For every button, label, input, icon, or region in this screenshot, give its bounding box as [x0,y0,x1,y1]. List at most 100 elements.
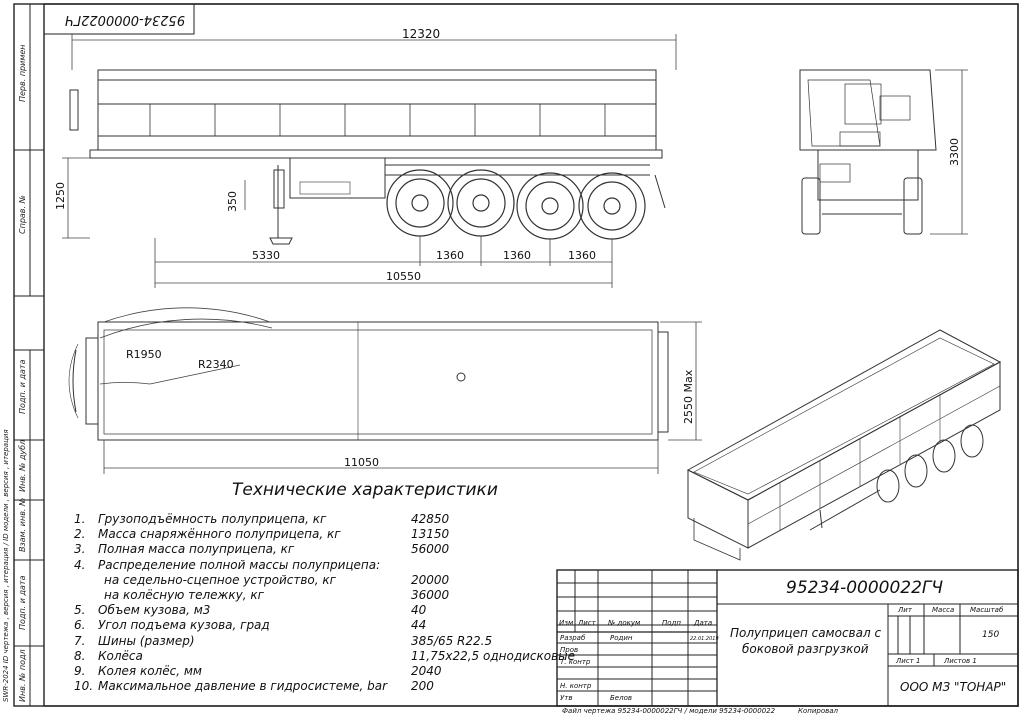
dim-r1950: R1950 [126,348,162,361]
tb-utv-name: Белов [610,694,632,702]
label-podp-data-1: Подп. и дата [18,359,27,415]
dim-height-350: 350 [226,191,239,212]
tb-razrab-name: Родин [610,634,633,642]
side-dims [62,34,677,288]
tb-t-kontr: Т. контр [560,658,591,666]
spec-number: 10. [74,679,94,694]
spec-label: Распределение полной массы полуприцепа: [98,557,381,572]
tb-sheets: Листов 1 [944,657,977,665]
spec-value: 200 [411,679,434,694]
spec-title: Технические характеристики [232,480,498,500]
tb-massa: Масса [932,606,955,614]
dim-kingpin: 5330 [252,249,280,262]
spec-label: Масса снаряжённого полуприцепа, кг [98,527,341,542]
side-view [69,69,666,245]
label-inv-podl: Инв. № подл [18,649,27,702]
iso-view [686,329,1002,561]
dim-height-1250: 1250 [54,182,67,210]
dim-overall-length: 12320 [402,27,441,41]
tb-n-kontr: Н. контр [560,682,592,690]
spec-row: на колёсную тележку, кг [74,588,264,602]
spec-value: 11,75х22,5 однодисковые [411,648,576,663]
spec-row: 4. Распределение полной массы полуприцепа… [74,558,380,572]
spec-row: 3. Полная масса полуприцепа, кг [74,542,294,556]
spec-label: Объем кузова, м3 [98,603,211,618]
label-perv-primen: Перв. примен [18,44,27,102]
spec-row: 7. Шины (размер) [74,634,195,648]
tb-razrab: Разраб [560,634,586,642]
label-inv-dubl: Инв. № дубл [18,439,27,492]
front-view [799,69,937,235]
tb-col-ndokum: № докум [608,619,641,627]
tb-name-line2: боковой разгрузкой [742,642,869,656]
tb-col-data: Дата [694,619,713,627]
spec-value: 42850 [411,512,450,526]
spec-label: Шины (размер) [98,633,195,648]
spec-label: Полная масса полуприцепа, кг [98,542,295,557]
tb-company: ООО МЗ "ТОНАР" [900,680,1007,694]
spec-row: 8. Колёса [74,649,143,663]
tb-prov: Пров [560,646,579,654]
spec-label: на колёсную тележку, кг [104,588,264,602]
tb-name-line1: Полуприцеп самосвал с [730,626,882,640]
spec-label: на седельно-сцепное устройство, кг [104,572,336,587]
spec-row: 6. Угол подъема кузова, град [74,618,270,632]
spec-row: 1. Грузоподъёмность полуприцепа, кг [74,512,326,526]
spec-value: 36000 [411,588,450,602]
doc-code-top: 95234-0000022ГЧ [64,12,186,27]
spec-number: 7. [74,633,86,648]
dim-axle-1: 1360 [436,249,464,262]
spec-row: 10. Максимальное давление в гидросистеме,… [74,679,387,693]
label-vzam-inv: Взам. инв. № [18,497,27,552]
tb-kopiroval: Копировал [798,707,838,715]
dim-body-length: 11050 [344,456,379,469]
top-view [68,321,669,441]
label-podp-data-2: Подп. и дата [18,575,27,631]
spec-number: 6. [74,618,86,633]
tb-sheet: Лист 1 [896,657,921,665]
spec-label: Угол подъема кузова, град [98,618,270,633]
spec-value: 385/65 R22.5 [411,633,493,648]
spec-number: 9. [74,664,86,678]
spec-row: 9. Колея колёс, мм [74,664,202,678]
tb-razrab-date: 22.01.2019 [690,636,719,642]
spec-value: 56000 [411,542,450,557]
dim-axle-3: 1360 [568,249,596,262]
top-dims [99,307,702,474]
dim-wheelbase: 10550 [386,270,421,283]
spec-number: 4. [74,557,86,572]
title-block-lines [556,569,1019,707]
tb-scale-value: 150 [982,630,1000,640]
spec-value: 13150 [411,527,450,542]
spec-label: Максимальное давление в гидросистеме, ba… [98,679,388,694]
spec-label: Колёса [98,648,143,663]
spec-number: 5. [74,603,86,618]
spec-number: 2. [74,527,86,542]
spec-row: на седельно-сцепное устройство, кг [74,573,336,587]
label-model-note: SWR-2024 ID чертежа , версия , итерация … [2,429,10,702]
spec-value: 40 [411,603,427,618]
spec-label: Грузоподъёмность полуприцепа, кг [98,512,327,526]
spec-number: 8. [74,648,86,663]
label-sprav: Справ. № [18,195,27,234]
tb-lit: Лит [898,606,912,614]
spec-number: 1. [74,512,86,526]
dim-height-total: 3300 [948,138,961,166]
tb-masshtab: Масштаб [970,606,1004,614]
tb-col-list: Лист [578,619,596,627]
spec-value: 44 [411,618,427,633]
dim-axle-2: 1360 [503,249,531,262]
tb-file-note: Файл чертежа 95234-0000022ГЧ / модели 95… [562,707,776,715]
tb-col-izm: Изм [559,619,574,627]
spec-label: Колея колёс, мм [98,664,202,678]
inner-frame [43,3,1019,707]
spec-number: 3. [74,542,86,557]
dim-r2340: R2340 [198,358,234,371]
dim-width-max: 2550 Max [682,369,695,424]
tb-col-podp: Подп [662,619,681,627]
spec-row: 2. Масса снаряжённого полуприцепа, кг [74,527,341,541]
tb-code: 95234-0000022ГЧ [786,578,944,598]
spec-row: 5. Объем кузова, м3 [74,603,210,617]
